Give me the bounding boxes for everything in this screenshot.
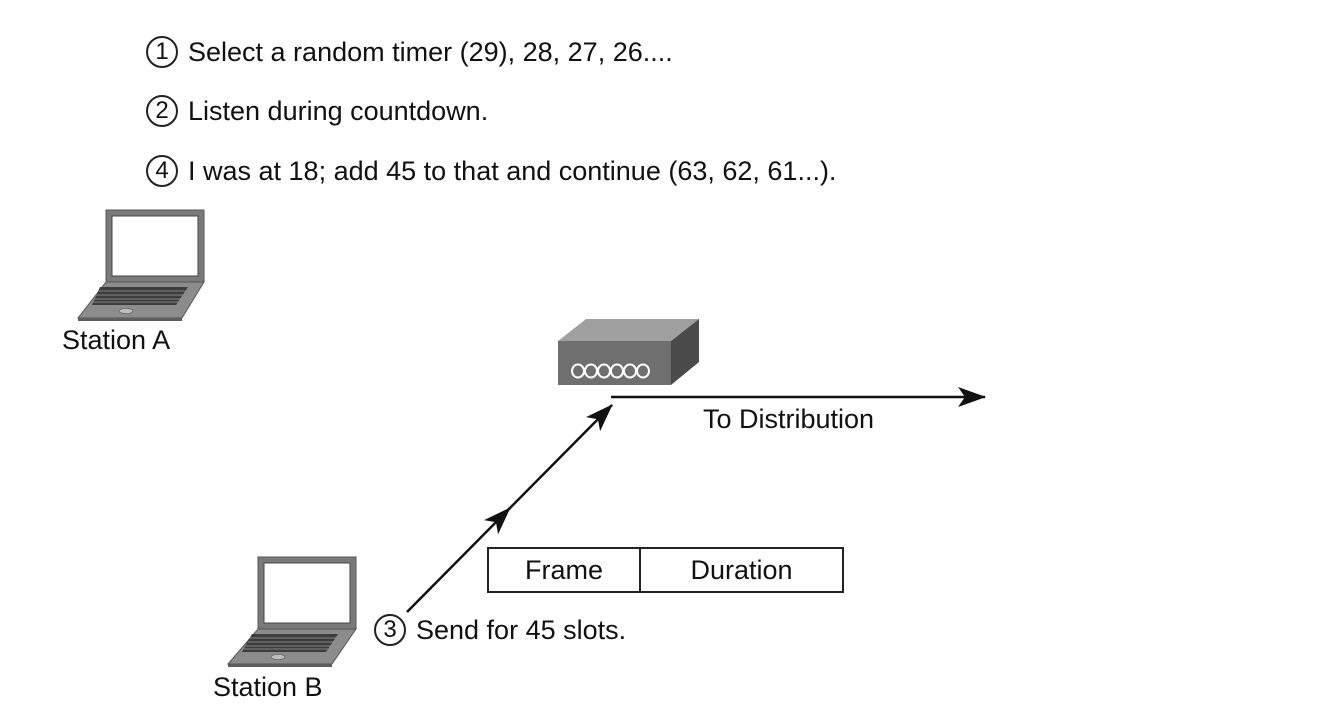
step-number-badge: 3 [374, 614, 406, 646]
step-text: Listen during countdown. [188, 95, 489, 126]
step-3: 3 Send for 45 slots. [374, 611, 626, 649]
access-point-icon [558, 319, 699, 385]
step-text: Send for 45 slots. [416, 614, 627, 645]
distribution-label: To Distribution [703, 404, 875, 434]
step-1: 1 Select a random timer (29), 28, 27, 26… [146, 33, 673, 71]
duration-cell: Duration [690, 554, 793, 585]
frame-header-box: Frame Duration [487, 547, 844, 593]
step-text: Select a random timer (29), 28, 27, 26..… [188, 36, 673, 67]
station-b-label: Station B [213, 672, 323, 702]
step-number-badge: 2 [146, 95, 178, 127]
step-number-badge: 1 [146, 36, 178, 68]
step-2: 2 Listen during countdown. [146, 92, 488, 130]
step-4: 4 I was at 18; add 45 to that and contin… [146, 152, 836, 190]
frame-cell: Frame [489, 549, 641, 591]
laptop-icon [226, 556, 357, 667]
station-a-label: Station A [62, 325, 171, 355]
step-text: I was at 18; add 45 to that and continue… [188, 155, 837, 186]
step-number-badge: 4 [146, 155, 178, 187]
laptop-icon [76, 209, 205, 321]
transmission-arrow [406, 404, 613, 613]
